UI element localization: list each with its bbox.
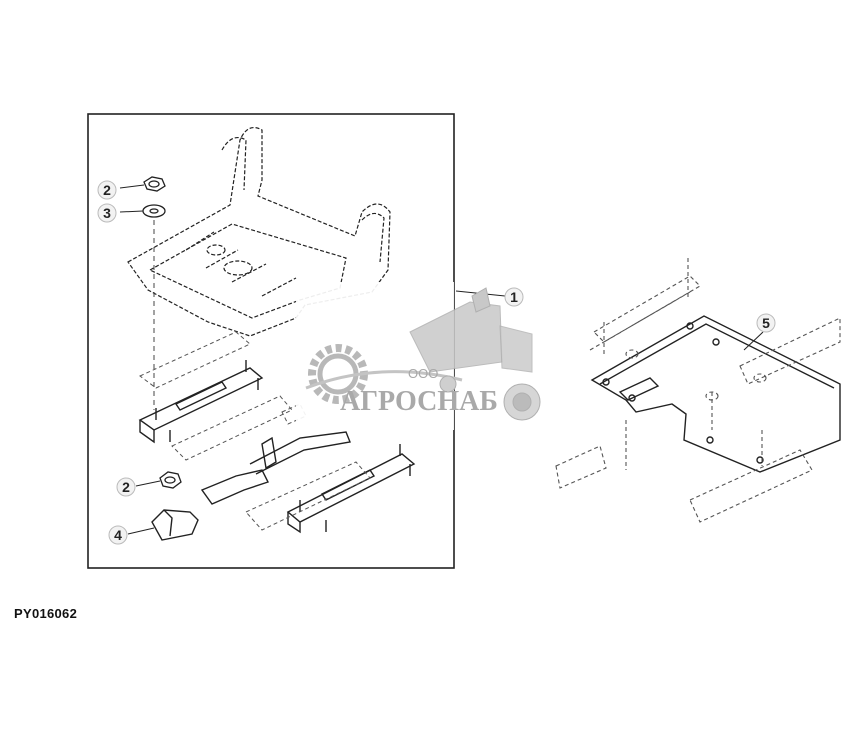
reference-code: PY016062 bbox=[14, 606, 78, 621]
callout-5: 5 bbox=[756, 313, 776, 333]
callout-5-label: 5 bbox=[762, 315, 770, 331]
watermark-harvester-icon bbox=[409, 287, 541, 421]
callout-3-label: 3 bbox=[103, 205, 111, 221]
callout-1-label: 1 bbox=[510, 289, 518, 305]
callout-1: 1 bbox=[504, 287, 524, 307]
watermark-swoosh bbox=[305, 370, 463, 390]
callout-2a: 2 bbox=[97, 180, 117, 200]
callout-2b-label: 2 bbox=[122, 479, 130, 495]
nut-top bbox=[143, 176, 166, 192]
callout-2a-label: 2 bbox=[103, 182, 111, 198]
mount-plate bbox=[590, 315, 841, 473]
nut-bottom bbox=[159, 471, 182, 489]
watermark: ООО АГРОСНАБ bbox=[296, 282, 541, 430]
watermark-name: АГРОСНАБ bbox=[340, 386, 498, 417]
watermark-prefix: ООО bbox=[408, 366, 438, 381]
callout-2b: 2 bbox=[116, 477, 136, 497]
slide-rail-left bbox=[138, 360, 264, 444]
callout-4: 4 bbox=[108, 525, 128, 545]
bumper-block bbox=[151, 509, 199, 541]
callout-3: 3 bbox=[97, 203, 117, 223]
slide-rail-right bbox=[286, 444, 416, 534]
plate-ghost-parts bbox=[555, 258, 841, 523]
washer bbox=[142, 204, 166, 218]
callout-4-label: 4 bbox=[114, 527, 122, 543]
inset-ghost-parts bbox=[139, 331, 371, 531]
adjust-handle bbox=[200, 431, 351, 505]
